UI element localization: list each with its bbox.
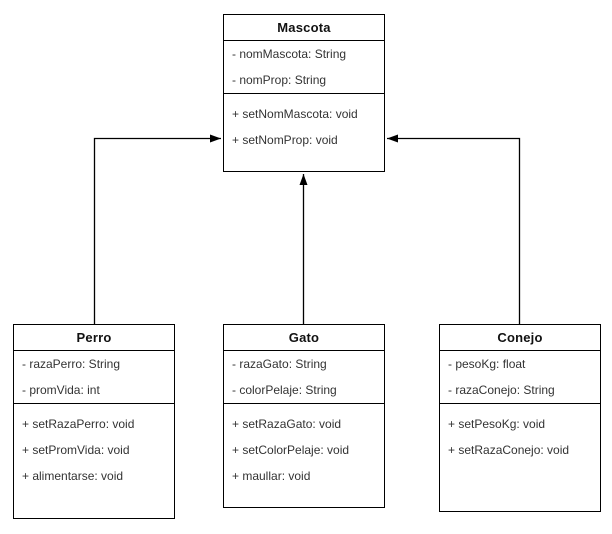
attribute: - pesoKg: float <box>448 357 526 371</box>
attribute: - promVida: int <box>22 383 100 397</box>
class-title: Gato <box>224 325 384 351</box>
class-box-conejo[interactable]: Conejo - pesoKg: float - razaConejo: Str… <box>439 324 601 512</box>
class-title: Perro <box>14 325 174 351</box>
method: + setNomMascota: void <box>232 107 358 121</box>
method: + setPesoKg: void <box>448 417 546 431</box>
attributes-section: - razaPerro: String - promVida: int <box>14 351 174 404</box>
method: + setRazaGato: void <box>232 417 342 431</box>
inheritance-arrow-perro-to-mascota[interactable] <box>93 134 222 325</box>
method: + setPromVida: void <box>22 443 130 457</box>
attributes-section: - razaGato: String - colorPelaje: String <box>224 351 384 404</box>
class-box-perro[interactable]: Perro - razaPerro: String - promVida: in… <box>13 324 175 519</box>
method: + maullar: void <box>232 469 311 483</box>
method: + setNomProp: void <box>232 133 338 147</box>
class-box-gato[interactable]: Gato - razaGato: String - colorPelaje: S… <box>223 324 385 508</box>
attributes-section: - pesoKg: float - razaConejo: String <box>440 351 600 404</box>
method: + setRazaConejo: void <box>448 443 570 457</box>
attribute: - razaPerro: String <box>22 357 121 371</box>
method: + setRazaPerro: void <box>22 417 135 431</box>
methods-section: + setRazaPerro: void + setPromVida: void… <box>14 404 174 518</box>
attribute: - razaConejo: String <box>448 383 555 397</box>
methods-section: + setRazaGato: void + setColorPelaje: vo… <box>224 404 384 507</box>
class-title: Mascota <box>224 15 384 41</box>
methods-section: + setPesoKg: void + setRazaConejo: void <box>440 404 600 511</box>
method: + alimentarse: void <box>22 469 124 483</box>
attribute: - nomProp: String <box>232 73 327 87</box>
attribute: - razaGato: String <box>232 357 327 371</box>
inheritance-arrow-conejo-to-mascota[interactable] <box>387 134 521 325</box>
method: + setColorPelaje: void <box>232 443 350 457</box>
attributes-section: - nomMascota: String - nomProp: String <box>224 41 384 94</box>
attribute: - nomMascota: String <box>232 47 347 61</box>
attribute: - colorPelaje: String <box>232 383 337 397</box>
class-box-mascota[interactable]: Mascota - nomMascota: String - nomProp: … <box>223 14 385 172</box>
methods-section: + setNomMascota: void + setNomProp: void <box>224 94 384 171</box>
class-title: Conejo <box>440 325 600 351</box>
